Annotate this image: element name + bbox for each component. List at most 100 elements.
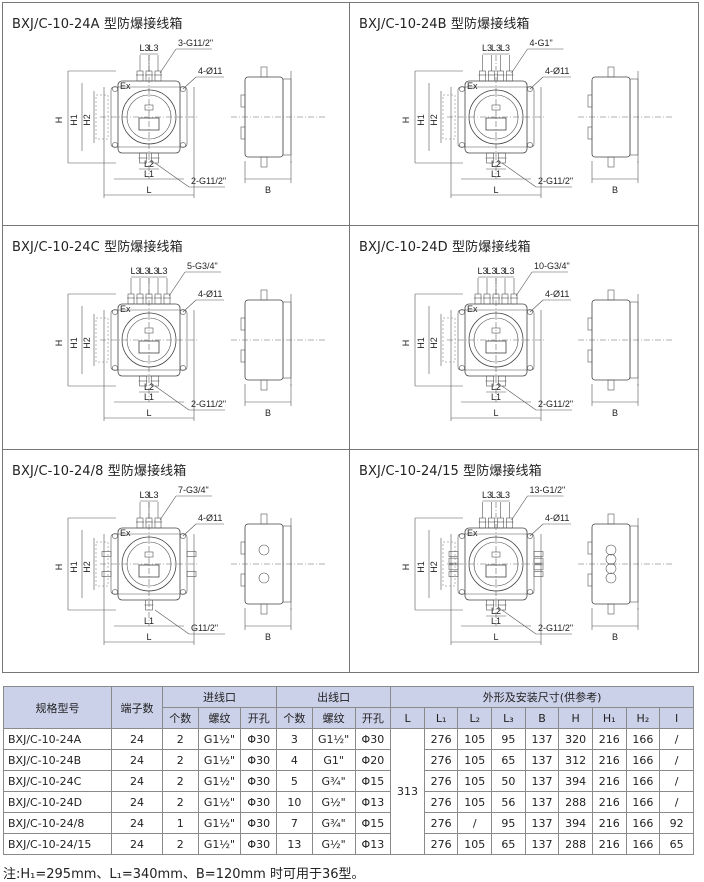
cell-dim: 137 bbox=[524, 749, 560, 771]
top-gland bbox=[488, 70, 495, 82]
side-gland bbox=[533, 557, 544, 564]
dim-label-h2: H2 bbox=[429, 561, 439, 573]
cell-out-qty: 13 bbox=[276, 833, 313, 855]
bolt-hole bbox=[527, 86, 533, 92]
callout-top: 3-G11/2" bbox=[178, 38, 213, 48]
cell-dim: 216 bbox=[591, 791, 627, 813]
dim-label-l3: L3 bbox=[148, 490, 158, 500]
cell-out-thread: G½" bbox=[311, 791, 356, 813]
side-view-gland bbox=[607, 513, 615, 525]
dim-label-l1: L1 bbox=[144, 392, 154, 402]
cell-in-hole: Φ30 bbox=[240, 791, 278, 813]
leader-line bbox=[182, 76, 197, 90]
top-gland bbox=[127, 293, 135, 305]
side-gland bbox=[448, 571, 459, 577]
side-view-lug bbox=[240, 573, 246, 587]
cell-dim: 216 bbox=[591, 770, 627, 792]
cell-model: BXJ/C-10-24D bbox=[2, 791, 113, 813]
cell-in-hole: Φ30 bbox=[240, 833, 278, 855]
ref-box bbox=[95, 94, 109, 140]
top-gland bbox=[479, 517, 486, 529]
dim-label-h: H bbox=[54, 564, 64, 571]
leader-line bbox=[168, 271, 186, 297]
header-dim-col: L bbox=[390, 707, 425, 729]
cell-dim: 56 bbox=[491, 791, 526, 813]
nameplate bbox=[485, 117, 507, 131]
cell-model: BXJ/C-10-24/8 bbox=[2, 812, 113, 834]
side-gland bbox=[448, 557, 459, 564]
diagram-title: BXJ/C-10-24/15 型防爆接线箱 bbox=[359, 464, 542, 479]
side-view-lug bbox=[240, 317, 246, 331]
dim-label-l3: L3 bbox=[139, 43, 149, 53]
cell-dim: 216 bbox=[591, 833, 627, 855]
cell-in-qty: 2 bbox=[161, 728, 199, 750]
cell-model: BXJ/C-10-24B bbox=[2, 749, 113, 771]
cell-dim: 92 bbox=[659, 812, 694, 834]
cell-in-thread: G1½" bbox=[197, 791, 242, 813]
flange-outline bbox=[110, 533, 188, 595]
dim-label-l1: L1 bbox=[144, 616, 154, 626]
cell-dim: / bbox=[457, 812, 493, 834]
dim-label-l: L bbox=[493, 408, 498, 418]
ref-box bbox=[442, 94, 456, 140]
dim-label-l3: L3 bbox=[139, 266, 149, 276]
top-gland bbox=[497, 70, 504, 82]
dim-label-h2: H2 bbox=[82, 114, 92, 126]
cell-out-hole: Φ20 bbox=[354, 749, 392, 771]
callout-top: 7-G3/4" bbox=[178, 485, 209, 495]
bolt-hole bbox=[112, 589, 118, 595]
leader-line bbox=[154, 609, 190, 635]
cell-dim: 320 bbox=[558, 728, 593, 750]
side-view-lug bbox=[587, 94, 593, 108]
cell-out-qty: 10 bbox=[276, 791, 313, 813]
dim-label-h2: H2 bbox=[429, 337, 439, 349]
cell-in-qty: 2 bbox=[161, 791, 199, 813]
top-gland bbox=[501, 293, 509, 305]
cell-dim: 216 bbox=[591, 749, 627, 771]
side-view-hole bbox=[258, 572, 270, 584]
cover-circle bbox=[121, 536, 177, 592]
cell-dim: / bbox=[659, 770, 694, 792]
header-dim-col: H₁ bbox=[591, 707, 627, 729]
dim-label-l3: L3 bbox=[491, 490, 501, 500]
header-dim-col: H bbox=[558, 707, 593, 729]
top-gland bbox=[479, 70, 486, 82]
cell-dim: 276 bbox=[423, 728, 459, 750]
ex-label: Ex bbox=[467, 81, 478, 91]
box-outline bbox=[464, 527, 528, 601]
callout-bolt: 4-Ø11 bbox=[198, 66, 222, 76]
cell-dim: 312 bbox=[558, 749, 593, 771]
cell-dim: 166 bbox=[625, 728, 661, 750]
callout-bolt: 4-Ø11 bbox=[198, 289, 222, 299]
side-view-gland bbox=[607, 156, 615, 168]
side-gland bbox=[101, 571, 112, 577]
cell-out-thread: G¾" bbox=[311, 770, 356, 792]
header-out-qty: 个数 bbox=[276, 707, 313, 729]
dim-label-b: B bbox=[265, 408, 271, 418]
dim-label-b: B bbox=[612, 632, 618, 642]
top-gland bbox=[154, 293, 162, 305]
cell-dim: 216 bbox=[591, 728, 627, 750]
dim-label-l3: L3 bbox=[477, 266, 487, 276]
leader-line bbox=[501, 162, 537, 188]
bolt-hole bbox=[459, 86, 465, 92]
cell-dim: 166 bbox=[625, 791, 661, 813]
bolt-hole bbox=[112, 309, 118, 315]
dim-label-l1: L1 bbox=[491, 392, 501, 402]
header-inlet: 进线口 bbox=[161, 686, 278, 708]
ex-label: Ex bbox=[120, 528, 131, 538]
dim-label-b: B bbox=[612, 408, 618, 418]
dim-label-l3: L3 bbox=[495, 266, 505, 276]
cell-out-thread: G½" bbox=[311, 833, 356, 855]
cell-dim: / bbox=[659, 728, 694, 750]
leader-line bbox=[501, 385, 537, 411]
